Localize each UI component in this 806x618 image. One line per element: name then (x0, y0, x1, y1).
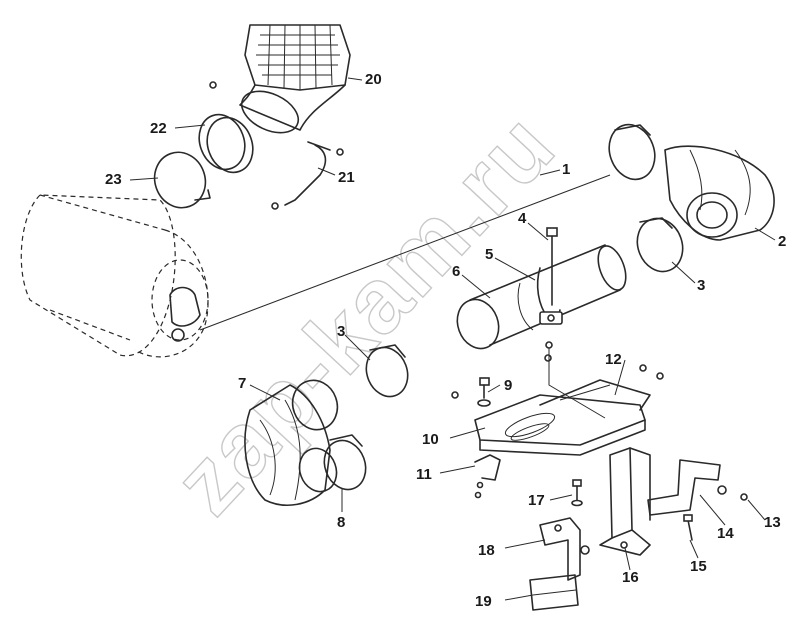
callout-14: 14 (717, 525, 734, 542)
callout-1: 1 (562, 161, 570, 178)
nuts-12 (639, 364, 664, 380)
angle-bracket-14 (647, 459, 721, 516)
air-cleaner-housing (20, 194, 209, 358)
bolt-4 (544, 227, 606, 419)
support-bracket-16 (599, 447, 651, 556)
assembly-line (199, 174, 611, 331)
hose-clamp-8 (323, 434, 367, 491)
plate-19 (529, 574, 579, 611)
callout-19: 19 (475, 593, 492, 610)
hose-clamp-top (608, 123, 656, 181)
callout-2: 2 (778, 233, 786, 250)
callout-9: 9 (504, 377, 512, 394)
callout-16: 16 (622, 569, 639, 586)
callout-8: 8 (337, 514, 345, 531)
callout-7: 7 (238, 375, 246, 392)
callout-13: 13 (764, 514, 781, 531)
bracket-plate-10 (474, 379, 651, 456)
callout-23: 23 (105, 171, 122, 188)
callout-22: 22 (150, 120, 167, 137)
small-bracket-11 (474, 454, 501, 499)
rubber-elbow-2 (664, 145, 775, 241)
hose-clamp-23 (153, 151, 211, 209)
bolt-15 (683, 514, 693, 541)
pipe-clamp-5 (536, 267, 563, 325)
bracket-strap (209, 81, 344, 210)
hose-clamp-3-right (636, 217, 684, 273)
callout-18: 18 (478, 542, 495, 559)
callout-15: 15 (690, 558, 707, 575)
callout-21: 21 (338, 169, 355, 186)
rubber-elbow-7 (244, 379, 339, 506)
bracket-18 (539, 517, 590, 581)
watermark: zap-kam.ru (155, 94, 574, 533)
ring-seal (198, 113, 254, 174)
callout-leaders (129, 77, 776, 601)
callout-10: 10 (422, 431, 439, 448)
callout-3-right: 3 (697, 277, 705, 294)
bolt-17 (571, 479, 583, 507)
bolt-13 (717, 485, 748, 501)
callout-17: 17 (528, 492, 545, 509)
bolt-9 (451, 377, 491, 407)
callout-labels: 20 22 23 21 1 2 3 4 5 6 3 7 8 9 10 11 12… (105, 71, 786, 610)
callout-3-mid: 3 (337, 323, 345, 340)
callout-6: 6 (452, 263, 460, 280)
hose-clamp-3-mid (365, 344, 409, 398)
callout-20: 20 (365, 71, 382, 88)
callout-12: 12 (605, 351, 622, 368)
callout-11: 11 (416, 466, 432, 483)
intake-hood (239, 24, 351, 134)
callout-5: 5 (485, 246, 493, 263)
callout-4: 4 (518, 210, 527, 227)
